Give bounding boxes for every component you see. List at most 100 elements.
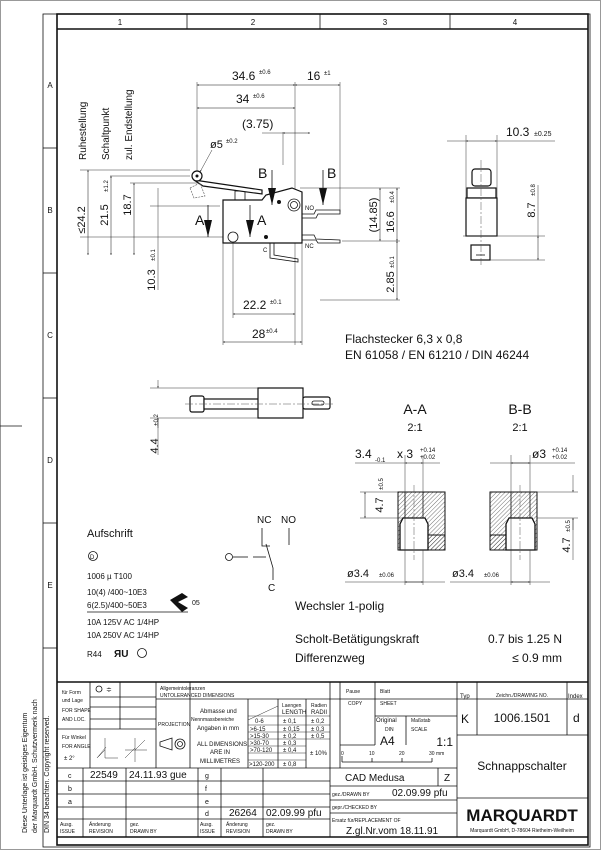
svg-text:16: 16 (307, 69, 321, 83)
svg-text:C: C (268, 583, 275, 594)
svg-text:(14.85): (14.85) (368, 198, 380, 233)
svg-text:Scholt-Betätigungskraft: Scholt-Betätigungskraft (295, 632, 420, 646)
svg-text:10.3: 10.3 (146, 269, 158, 290)
svg-text:NO: NO (281, 515, 296, 526)
svg-text:10: 10 (369, 751, 375, 757)
svg-text:3.4: 3.4 (355, 447, 372, 461)
column-label: 1 (118, 18, 123, 27)
sev-mark-icon (137, 648, 147, 658)
svg-text:Abmasse und: Abmasse und (200, 709, 237, 715)
section-mark: A (257, 212, 267, 228)
svg-text:NO: NO (305, 206, 314, 212)
row-label: E (47, 581, 52, 590)
svg-text:±0.6: ±0.6 (253, 94, 265, 100)
svg-text:± 0,2: ± 0,2 (283, 734, 297, 740)
svg-text:Für Winkel: Für Winkel (62, 735, 86, 741)
svg-text:± 10%: ± 10% (310, 751, 328, 757)
svg-text:der Marquardt GmbH. Schutzverm: der Marquardt GmbH. Schutzvermerk nach (32, 699, 39, 833)
section-mark: B (327, 165, 336, 181)
svg-text:± 2°: ± 2° (64, 756, 75, 762)
drawing-title: Schnappschalter (477, 759, 566, 773)
svg-text:4.7: 4.7 (561, 537, 573, 552)
svg-text:-0.1: -0.1 (375, 458, 386, 464)
svg-text:20: 20 (399, 751, 405, 757)
svg-text:Nennmassbereiche: Nennmassbereiche (191, 717, 234, 723)
svg-text:Typ: Typ (460, 694, 470, 700)
type-value: K (461, 712, 469, 726)
svg-text:18.7: 18.7 (122, 194, 134, 215)
svg-text:±0.2: ±0.2 (226, 139, 238, 145)
svg-text:02.09.99 pfu: 02.09.99 pfu (392, 788, 448, 799)
svg-text:UNTOLERANCED DIMENSIONS: UNTOLERANCED DIMENSIONS (160, 693, 235, 699)
svg-text:>70-120: >70-120 (250, 748, 273, 754)
svg-text:Ausg.: Ausg. (60, 822, 73, 828)
svg-text:D: D (90, 555, 95, 561)
svg-text:22549: 22549 (90, 770, 118, 781)
svg-text:B-B: B-B (508, 401, 531, 417)
svg-text:gepr./CHECKED BY: gepr./CHECKED BY (332, 805, 378, 811)
svg-text:Original: Original (376, 718, 397, 724)
svg-text:R44: R44 (87, 650, 102, 659)
terminal-no (302, 209, 341, 219)
drawing-number: 1006.1501 (494, 711, 551, 725)
ul-mark-icon: ЯU (114, 649, 128, 660)
row-label: C (47, 331, 53, 340)
terminal-nc (302, 234, 341, 244)
svg-text:34: 34 (236, 92, 250, 106)
company-address: Marquardt GmbH, D-78604 Rietheim-Weilhei… (470, 828, 574, 834)
plunger (234, 190, 246, 201)
bottom-view: 4.4 ±0.2 (149, 380, 335, 455)
svg-text:Maßstab: Maßstab (411, 718, 431, 724)
svg-text:±0.6: ±0.6 (259, 70, 271, 76)
svg-text:24.11.93 gue: 24.11.93 gue (129, 770, 187, 781)
svg-text:RADII: RADII (311, 710, 327, 716)
label-schaltpunkt: Schaltpunkt (101, 108, 112, 160)
svg-text:16.6: 16.6 (385, 211, 397, 232)
svg-text:± 0,2: ± 0,2 (311, 719, 325, 725)
svg-text:f: f (205, 786, 207, 793)
svg-text:± 0,8: ± 0,8 (283, 762, 297, 768)
svg-text:Diese Unterlage ist geistiges: Diese Unterlage ist geistiges Eigentum (22, 713, 29, 833)
svg-text:22.2: 22.2 (243, 298, 267, 312)
svg-text:4.7: 4.7 (374, 497, 386, 512)
svg-text:2.85: 2.85 (385, 271, 397, 292)
svg-text:±1.2: ±1.2 (104, 180, 110, 192)
svg-text:gez.: gez. (266, 822, 275, 828)
svg-text:a: a (68, 799, 72, 806)
marking-logo-icon (88, 551, 98, 561)
company-logo: MARQUARDT (466, 806, 578, 825)
scale-ruler: 0 10 20 30 mm (341, 751, 444, 763)
svg-text:±0.25: ±0.25 (534, 131, 552, 138)
svg-text:LENGTH: LENGTH (282, 710, 306, 716)
svg-text:+0.02: +0.02 (552, 455, 568, 461)
svg-text:30 mm: 30 mm (429, 751, 444, 757)
svg-text:±0.5: ±0.5 (566, 520, 572, 532)
svg-text:Änderung: Änderung (89, 821, 111, 828)
section-mark: B (258, 165, 267, 181)
mounting-hole (227, 231, 239, 243)
svg-text:>30-70: >30-70 (250, 741, 270, 747)
svg-text:28: 28 (252, 327, 266, 341)
svg-text:REVISION: REVISION (226, 829, 250, 835)
svg-text:± 0,5: ± 0,5 (311, 734, 325, 740)
svg-text:Laengen: Laengen (282, 703, 302, 709)
terminal-note: Flachstecker 6,3 x 0,8 (345, 332, 463, 346)
svg-text:>120-200: >120-200 (249, 762, 275, 768)
marking-block: Aufschrift D 1006 µ T100 10(4) /400~10E3… (87, 528, 200, 660)
side-view: 10.3 ±0.25 8.7 ±0.8 (447, 125, 555, 265)
column-label: 4 (513, 18, 518, 27)
svg-text:DIN 34 beachten. Copyright res: DIN 34 beachten. Copyright reserved. (44, 715, 51, 833)
svg-text:±0.1: ±0.1 (151, 249, 157, 261)
svg-text:DRAWN BY: DRAWN BY (130, 829, 157, 835)
mounting-hole (287, 198, 301, 212)
svg-text:(3.75): (3.75) (242, 117, 273, 131)
section-mark: A (195, 212, 205, 228)
specs: Scholt-Betätigungskraft 0.7 bis 1.25 N D… (295, 632, 562, 665)
svg-text:Blatt: Blatt (380, 689, 391, 695)
svg-text:Ausg.: Ausg. (200, 822, 213, 828)
angle-symbol-icon (124, 738, 147, 762)
svg-text:DRAWN BY: DRAWN BY (266, 829, 293, 835)
column-label: 2 (251, 18, 256, 27)
svg-text:±0.4: ±0.4 (266, 329, 278, 335)
svg-text:0-6: 0-6 (255, 719, 264, 725)
